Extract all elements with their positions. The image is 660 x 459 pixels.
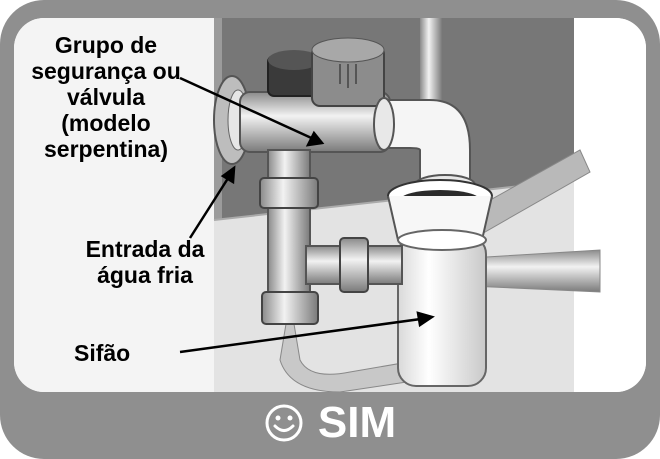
arrow-safety-group [179,76,319,143]
arrow-cold-water-inlet [188,171,234,239]
safety-group-label-line-3: válvula [67,84,145,110]
arrow-siphon [179,316,429,354]
cold-water-inlet-label-line-2: água fria [97,262,193,288]
safety-group-label-line-4: (modelo [61,110,151,136]
footer-banner: SIM [0,392,660,454]
safety-group-label-line-5: serpentina) [44,136,168,162]
cold-water-inlet-label: Entrada da água fria [60,236,230,288]
safety-group-label-line-1: Grupo de [54,32,158,58]
drain-pipe [469,249,601,293]
siphon-body [397,235,487,387]
footer-text: SIM [317,398,397,447]
annotation-arrows [179,76,435,354]
siphon-label: Sifão [74,340,131,366]
smiley-face-icon [264,403,304,443]
safety-group-label-line-2: segurança ou [31,58,181,84]
safety-group-label: Grupo de segurança ou válvula (modelo se… [6,32,206,162]
cold-water-inlet-label-line-1: Entrada da [85,236,205,262]
